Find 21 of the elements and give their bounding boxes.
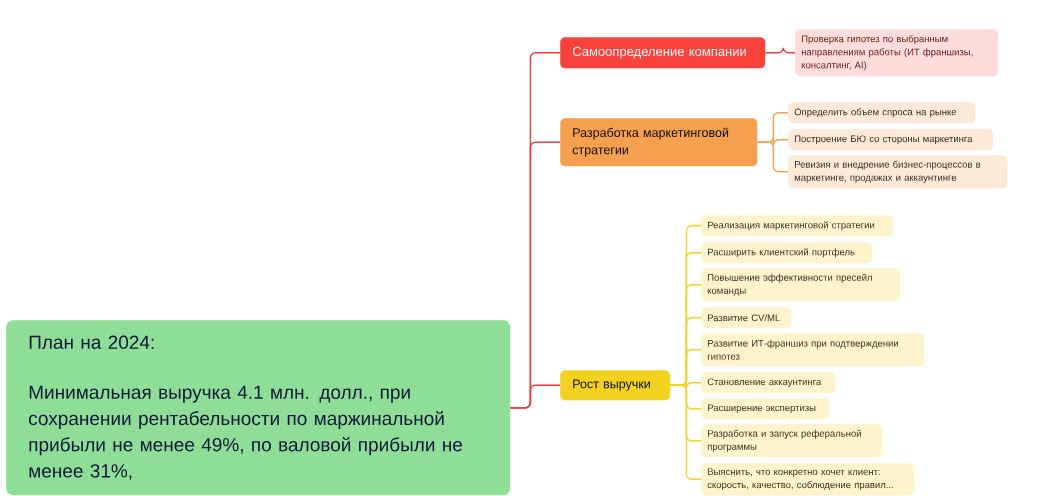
branch-box: Разработка маркетинговой стратегии: [560, 118, 758, 167]
task-box: Построение БЮ со стороны маркетинга: [788, 129, 994, 151]
task-box: Проверка гипотез по выбранным направлениям работы (ИТ франшизы, консалтинг, AI): [795, 29, 999, 77]
goal-card: План на 2024: Минимальная выручка 4.1 млн. долл., при сохранении рентабельности по маржинальной прибыли не менее 49%, по валовой прибыли не менее 31%,: [6, 320, 511, 496]
task-box: Повышение эффективности пресейл команды: [701, 268, 901, 302]
branch-box: Рост выручки: [560, 370, 671, 401]
connector-line: [764, 47, 796, 54]
task-box: Развитие CV/ML: [701, 307, 792, 329]
task-box: Расширение экспертизы: [701, 398, 830, 420]
task-box: Определить объем спроса на рынке: [788, 102, 976, 124]
task-box: Ревизия и внедрение бизнес-процессов в маркетинге, продажах и аккаунтинге: [788, 155, 1008, 189]
connector-line: [669, 384, 702, 480]
task-box: Выяснить, что конкретно хочет клиент: скорость, качество, соблюдение правил...: [701, 463, 915, 496]
connector-line: [509, 384, 561, 409]
task-box: Становление аккаунтинга: [701, 372, 836, 394]
task-box: Расширить клиентский портфель: [701, 242, 873, 264]
task-box: Разработка и запуск реферальной программы: [701, 424, 883, 458]
connector-line: [756, 141, 789, 173]
branch-box: Самоопределение компании: [560, 37, 766, 69]
task-box: Развитие ИТ-франшиз при подтверждении гипотез: [701, 333, 925, 367]
task-box: Реализация маркетинговой стратегии: [701, 215, 894, 237]
